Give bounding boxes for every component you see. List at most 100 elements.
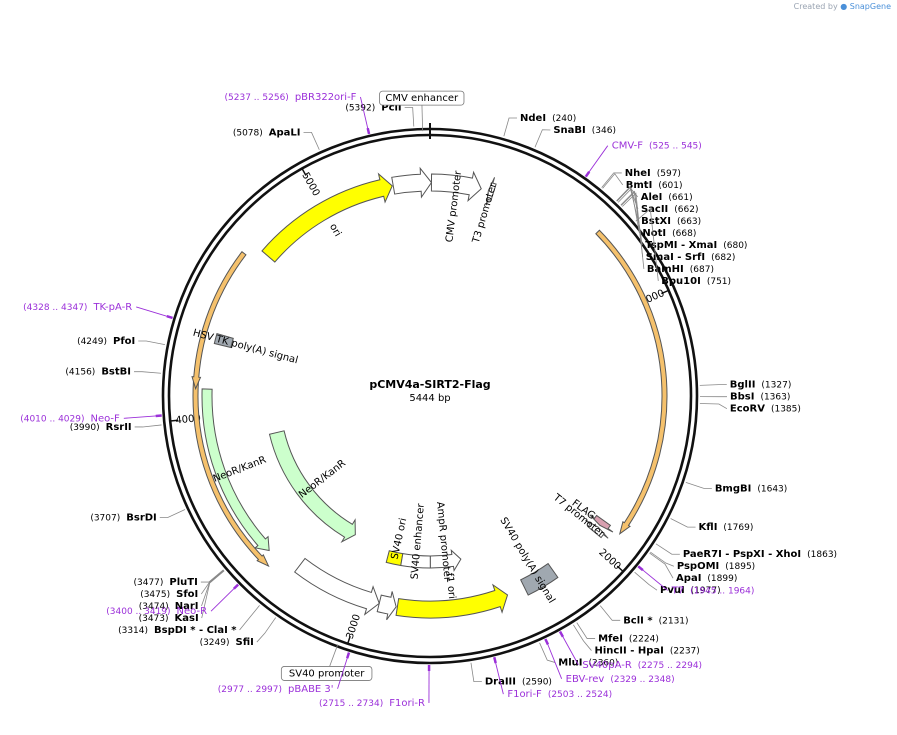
primer-leader-line [561,634,579,665]
tick-label: 5000 [299,171,321,199]
plasmid-backbone [161,123,699,665]
site-label-bcli: BclI *(2131) [623,615,688,626]
boxed-label-frame [280,666,373,681]
site-label-bbsi: BbsI(1363) [730,392,790,403]
site-leader-line [573,624,592,651]
site-label-alei: AleI(661) [641,192,693,203]
feature-sv40-poly-a-signal [520,562,559,596]
primer-leader-line [546,642,563,679]
site-leader-line [649,552,674,579]
site-leader-line [134,371,161,374]
tick-mark [661,289,669,295]
primer-label-f1ori-r: (2715 .. 2734)F1ori-R [319,698,425,709]
site-label-rsrii: (3990)RsrII [70,422,132,433]
site-label-noti: NotI(668) [642,228,696,239]
primer-label-pbabe-3: (2977 .. 2997)pBABE 3' [218,684,334,695]
site-label-bsrdi: (3707)BsrDI [90,513,156,524]
plasmid-name: pCMV4a-SIRT2-Flag [369,378,490,391]
site-label-draiii: DraIII(2590) [485,677,552,688]
feature-sv40-promoter [293,557,380,616]
feature-neor-kanr [268,430,356,543]
primer-label-cmv-f: CMV-F(525 .. 545) [612,141,702,152]
site-label-hincii-hpai: HincII - HpaI(2237) [594,646,699,657]
feature-t3-promoter [485,177,497,206]
site-leader-line [699,384,727,386]
site-label-bmgbi: BmgBI(1643) [715,483,787,494]
site-label-sfii: (3249)SfiI [200,637,254,648]
site-leader-line [256,617,277,643]
site-leader-line [622,192,645,269]
site-label-tspmi-xmai: TspMI - XmaI(680) [645,240,747,251]
primer-leader-line [360,96,369,131]
site-leader-line [200,569,224,583]
site-leader-line [602,173,624,189]
feature-neor-kanr [201,388,270,552]
site-label-mfei: MfeI(2224) [598,634,659,645]
primer-leader-line [123,415,158,419]
site-leader-line [601,172,622,188]
site-leader-line [239,605,260,631]
boxed-label-sv40-promoter: SV40 promoter [289,668,365,679]
site-leader-line [576,622,596,639]
primer-label-t7: T7(1945 .. 1964) [671,585,755,596]
tick-mark [301,168,307,176]
site-label-ecorv: EcoRV(1385) [730,404,801,415]
feature-sirt2 [595,229,668,535]
primer-leader-line [641,568,668,591]
site-label-mlui: MluI(2360) [558,658,618,669]
feature-sv40-enhancer [400,553,431,569]
site-leader-line [404,107,415,127]
feature-label: f1 ori [443,572,457,599]
feature-flag [589,514,614,533]
site-leader-line [599,605,621,621]
site-label-pspomi: PspOMI(1895) [677,561,755,572]
site-leader-line [138,340,166,345]
site-label-sacii: SacII(662) [641,204,699,215]
site-label-smai-srfi: SmaI - SrfI(682) [646,252,736,263]
primer-label-neo-r: (3400 .. 3419)Neo-R [106,606,207,617]
site-label-nhei: NheI(597) [625,168,681,179]
primer-label-tk-pa-r: (4328 .. 4347)TK-pA-R [23,302,132,313]
feature-cmv-promoter [430,170,482,202]
feature-ori [261,172,393,263]
site-label-paer7i-pspxi-xhoi: PaeR7I - PspXI - XhoI(1863) [683,549,837,560]
site-label-apai: ApaI(1899) [676,573,737,584]
feature-label: ori [327,222,343,239]
snapgene-logo-icon: ● [840,2,848,11]
primer-label-sv40pa-r: SV40pA-R(2275 .. 2294) [582,660,702,671]
feature-cmv-enhancer [391,166,433,199]
primer-leader-line [337,656,349,689]
site-leader-line [159,509,186,518]
site-leader-line [470,662,482,683]
feature-f1-ori [395,583,509,619]
site-leader-line [635,208,659,281]
site-leader-line [634,571,658,591]
site-label-bspdi-clai: (3314)BspDI * - ClaI * [118,625,237,636]
site-leader-line [670,518,696,528]
primer-annotations: CMV-F(525 .. 545) T7(1945 .. 1964) SV40pA-… [20,92,754,709]
site-label-kfli: KflI(1769) [699,522,754,533]
boxed-label-frame [379,90,465,106]
credit-prefix: Created by [793,2,838,11]
site-label-pvui: PvuI(1977) [660,585,721,596]
site-label-kasi: (3473)KasI [139,613,199,624]
site-label-bmti: BmtI(601) [626,180,683,191]
site-label-bstxi: BstXI(663) [641,216,701,227]
tick-label: 2000 [596,547,622,572]
tick-label: 3000 [345,613,363,641]
tick-mark [346,635,351,644]
site-label-apali: (5078)ApaLI [233,127,301,138]
tick-mark [616,565,624,573]
feature-ampr-promoter [429,549,462,573]
primer-label-f1ori-f: F1ori-F(2503 .. 2524) [507,689,612,700]
site-leader-line [685,481,712,489]
primer-label-ebv-rev: EBV-rev(2329 .. 2348) [566,674,675,685]
site-label-ndei: NdeI(240) [520,113,576,124]
site-leader-line [503,117,518,137]
site-label-nari: (3474)NarI [139,601,199,612]
site-leader-line [617,187,640,234]
site-leader-line [534,129,551,148]
primer-leader-line [210,587,236,612]
site-leader-line [650,551,674,567]
